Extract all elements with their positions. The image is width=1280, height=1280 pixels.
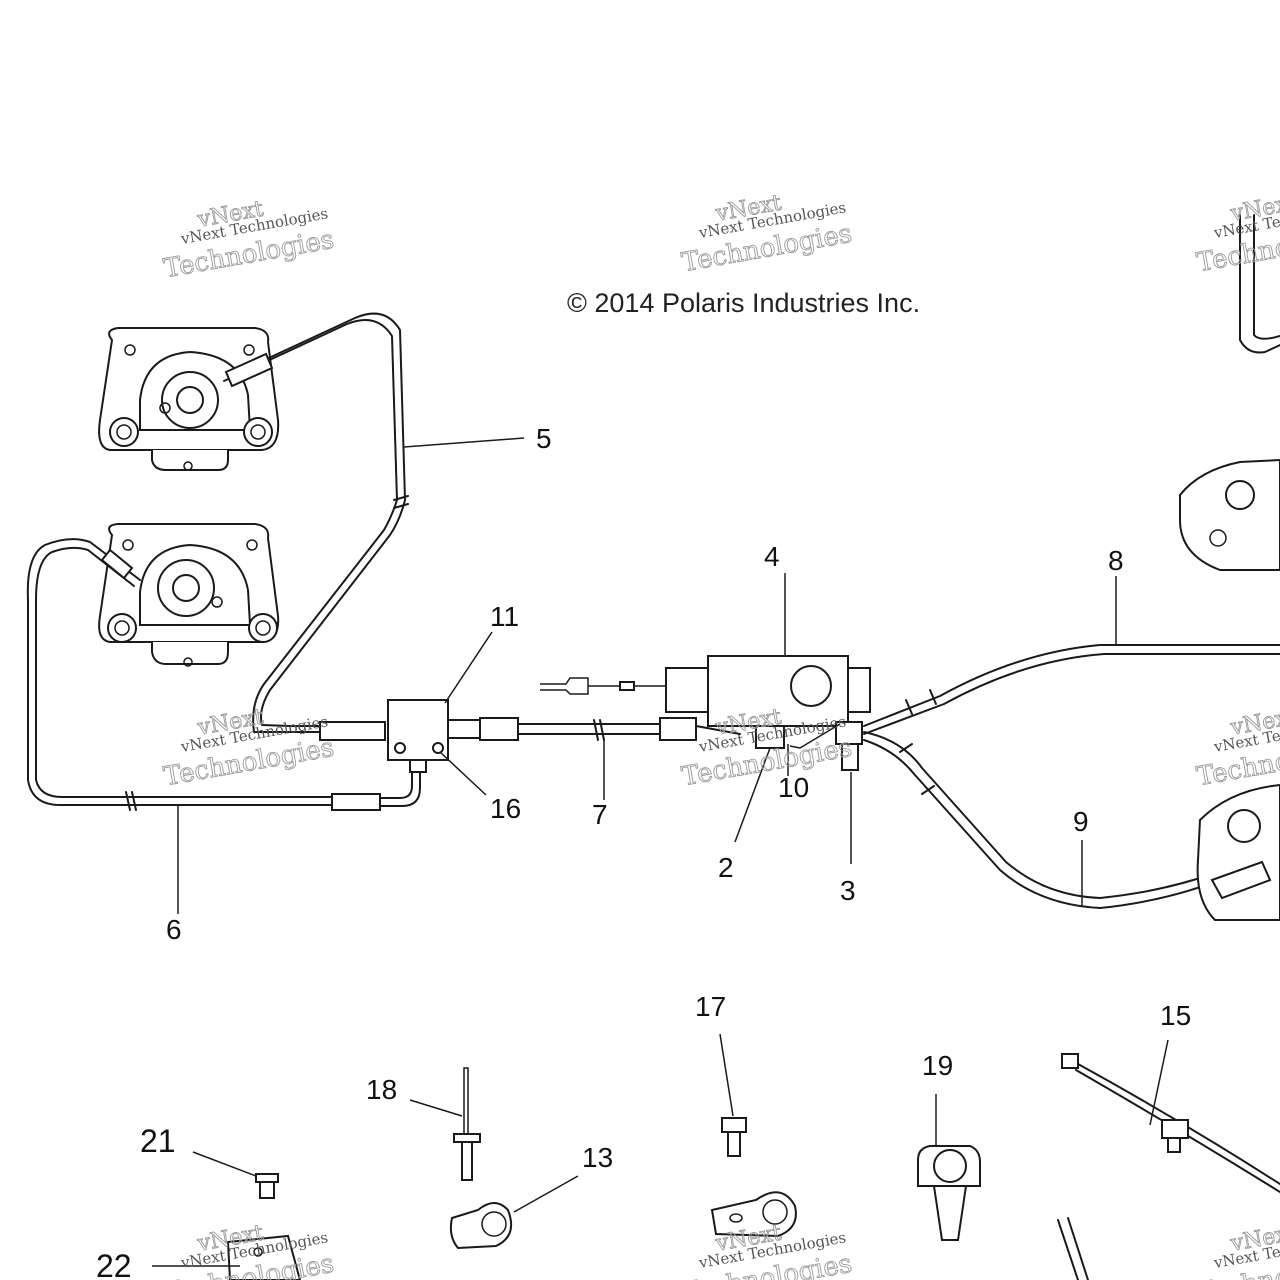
bolt-17 <box>721 1117 747 1157</box>
callout-5: 5 <box>536 423 552 454</box>
watermark-3: vNext vNext Technologies Technologies <box>1194 190 1280 279</box>
watermark-9: vNext vNext Technologies Technologies <box>1194 1220 1280 1280</box>
watermark-5: vNext vNext Technologies Technologies <box>679 704 855 793</box>
callout-19: 19 <box>922 1050 953 1081</box>
watermark-6: vNext vNext Technologies Technologies <box>1194 704 1280 793</box>
callout-15: 15 <box>1160 1000 1191 1031</box>
brake-line-8 <box>863 644 1280 735</box>
callout-3: 3 <box>840 875 856 906</box>
caliper-right-lower <box>1196 783 1280 921</box>
rivet-18 <box>453 1067 481 1181</box>
callout-18: 18 <box>366 1074 397 1105</box>
callout-7: 7 <box>592 799 608 830</box>
watermark-1: vNext vNext Technologies Technologies <box>161 196 337 285</box>
leader-lines <box>152 437 1169 1267</box>
caliper-upper-left <box>98 327 280 471</box>
watermark-2: vNext vNext Technologies Technologies <box>679 190 855 279</box>
watermark-4: vNext vNext Technologies Technologies <box>161 704 337 793</box>
callout-4: 4 <box>764 541 780 572</box>
callout-21: 21 <box>140 1123 176 1159</box>
brake-line-7 <box>479 717 741 741</box>
junction-block-11 <box>319 699 481 773</box>
callout-labels: 5 4 8 11 16 7 10 2 3 9 6 17 15 18 19 13 … <box>96 423 1191 1280</box>
callout-13: 13 <box>582 1142 613 1173</box>
callout-9: 9 <box>1073 806 1089 837</box>
clip-13 <box>449 1202 512 1250</box>
clip-13b <box>710 1191 797 1238</box>
callout-2: 2 <box>718 852 734 883</box>
callout-10: 10 <box>778 772 809 803</box>
callout-22: 22 <box>96 1248 132 1280</box>
master-cylinder-4 <box>540 655 871 771</box>
brake-line-6 <box>26 538 421 811</box>
cable-tie-15 <box>1061 1053 1280 1193</box>
rod-edge <box>1057 1217 1089 1280</box>
brake-line-5 <box>223 312 409 733</box>
copyright-text: © 2014 Polaris Industries Inc. <box>567 288 920 318</box>
part-top-right-edge <box>1239 214 1280 354</box>
brake-line-9 <box>863 731 1261 909</box>
callout-6: 6 <box>166 914 182 945</box>
callout-8: 8 <box>1108 545 1124 576</box>
bushing-19 <box>917 1145 981 1241</box>
clamp-22 <box>226 1234 302 1280</box>
caliper-lower-left <box>98 523 280 667</box>
watermark-7: vNext vNext Technologies Technologies <box>161 1220 337 1280</box>
screw-21 <box>255 1173 279 1199</box>
callout-11: 11 <box>490 601 519 632</box>
callout-17: 17 <box>695 991 726 1022</box>
caliper-right-upper <box>1179 458 1280 571</box>
callout-16: 16 <box>490 793 521 824</box>
